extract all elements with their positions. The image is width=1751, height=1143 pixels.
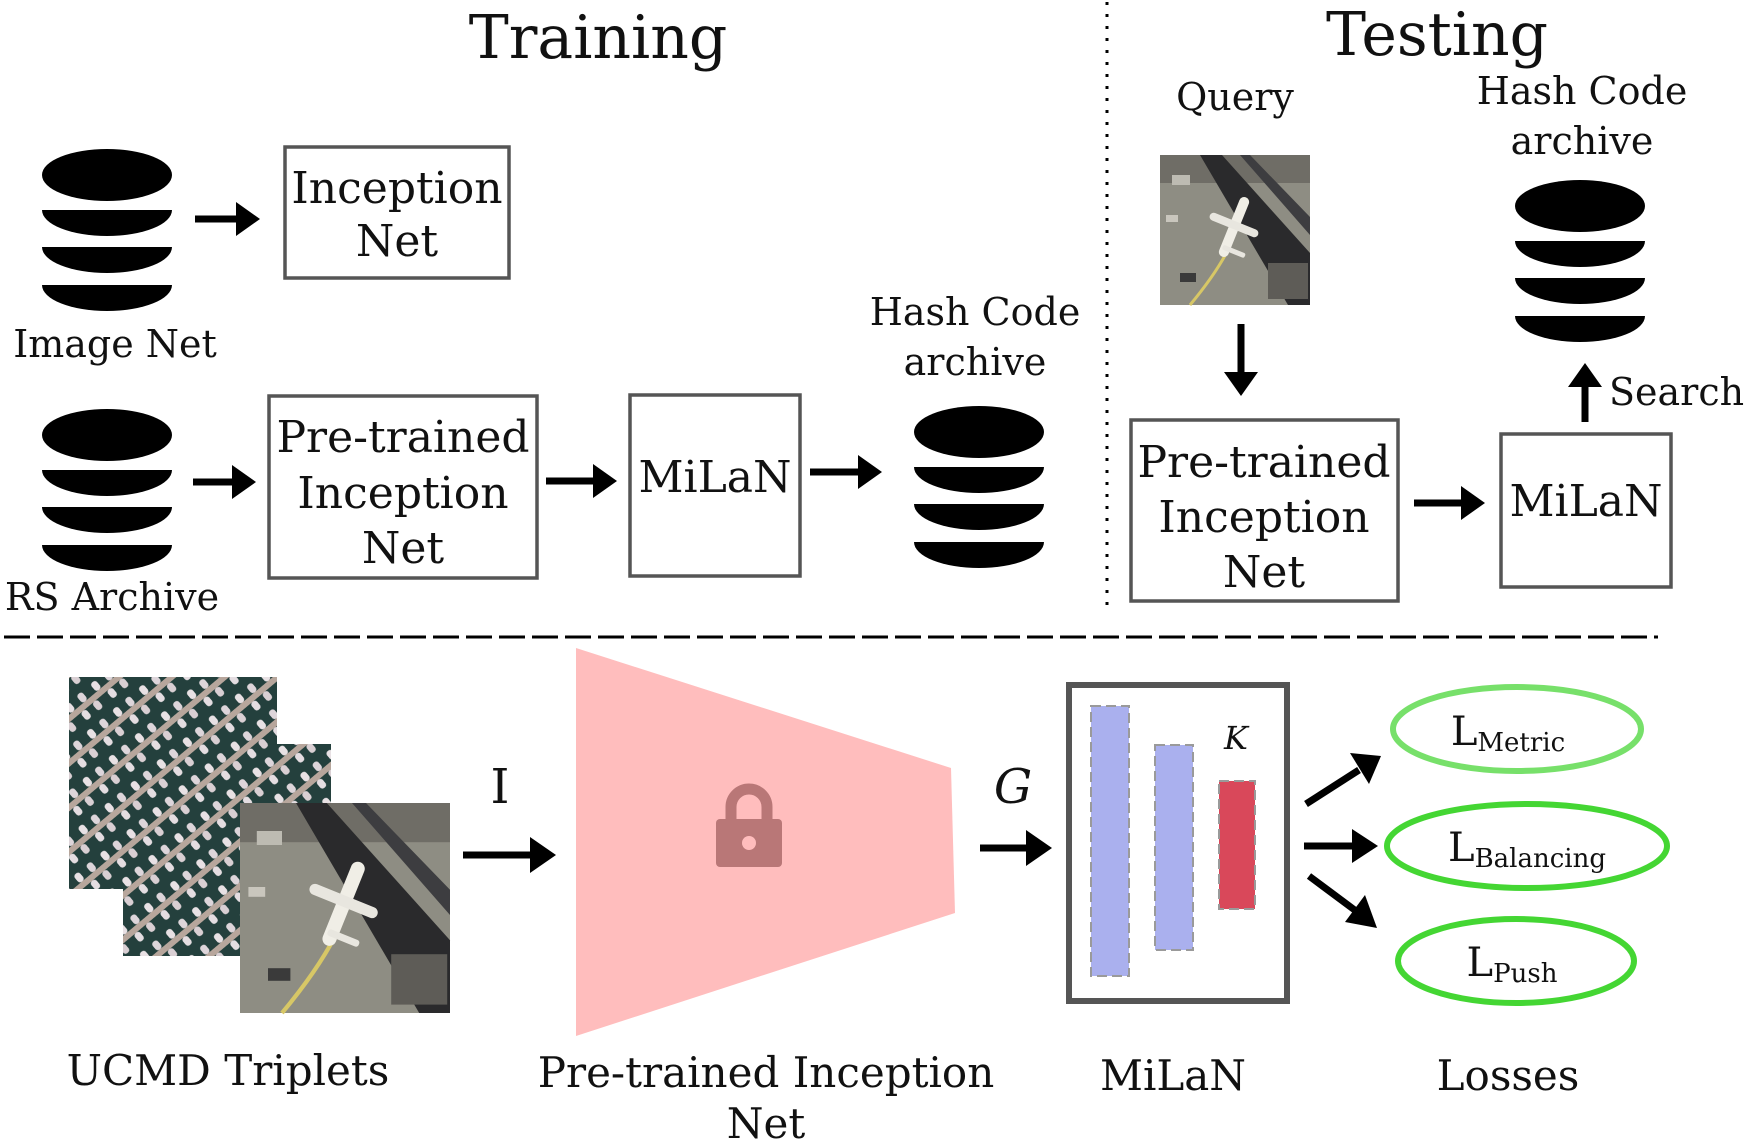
- svg-text:LBalancing: LBalancing: [1448, 825, 1606, 874]
- testing-pretrained-line-2: Inception: [1158, 492, 1369, 543]
- testing-pretrained-line-3: Net: [1223, 547, 1306, 598]
- imagenet-label: Image Net: [13, 322, 217, 366]
- feature-symbol: G: [994, 759, 1032, 815]
- pretrained-inception-label-line-2: Net: [727, 1099, 806, 1143]
- training-hash-archive-line-1: Hash Code: [870, 290, 1081, 334]
- imagenet-database-icon: [42, 149, 172, 311]
- inception-box-line-2: Net: [356, 216, 439, 267]
- loss-metric-symbol: L: [1451, 709, 1478, 755]
- training-milan-label: MiLaN: [638, 452, 791, 503]
- milan-bottom-label: MiLaN: [1100, 1051, 1246, 1100]
- inception-net-box: Inception Net: [283, 145, 511, 280]
- search-label: Search: [1609, 370, 1744, 414]
- loss-push-subscript: Push: [1493, 959, 1558, 989]
- arrow-rs-to-pretrained: [193, 465, 256, 499]
- testing-pretrained-line-1: Pre-trained: [1137, 437, 1390, 488]
- testing-title: Testing: [1326, 0, 1548, 70]
- loss-metric: LMetric: [1390, 684, 1644, 774]
- milan-hash-layer: [1218, 780, 1256, 910]
- loss-balancing-symbol: L: [1448, 825, 1475, 871]
- loss-push: LPush: [1395, 916, 1637, 1006]
- k-symbol: K: [1223, 719, 1250, 757]
- training-hash-archive-line-2: archive: [904, 340, 1047, 384]
- training-pretrained-line-1: Pre-trained: [276, 412, 529, 463]
- loss-push-symbol: L: [1467, 940, 1494, 986]
- arrow-images-to-network: [463, 837, 556, 873]
- training-pretrained-inception-box: Pre-trained Inception Net: [267, 394, 539, 580]
- arrow-imagenet-to-inception: [195, 202, 260, 236]
- arrows-milan-to-losses: [1304, 753, 1381, 928]
- arrow-pretrained-to-milan: [546, 464, 617, 498]
- training-title: Training: [469, 3, 728, 73]
- testing-hash-archive-line-2: archive: [1511, 119, 1654, 163]
- inception-box-line-1: Inception: [291, 163, 502, 214]
- arrow-milan-to-hash: [810, 455, 882, 489]
- input-symbol: I: [491, 759, 510, 815]
- rs-archive-label: RS Archive: [5, 575, 219, 619]
- loss-balancing: LBalancing: [1384, 801, 1670, 891]
- testing-hash-database-icon: [1515, 180, 1645, 342]
- training-pretrained-line-2: Inception: [297, 468, 508, 519]
- losses-label: Losses: [1437, 1051, 1580, 1100]
- training-hash-database-icon: [914, 406, 1044, 568]
- svg-text:LMetric: LMetric: [1451, 709, 1565, 758]
- pretrained-inception-label-line-1: Pre-trained Inception: [538, 1048, 995, 1097]
- lock-icon: [716, 783, 782, 867]
- arrow-search: [1568, 363, 1602, 422]
- ucmd-triplets-label: UCMD Triplets: [67, 1046, 390, 1095]
- training-pretrained-line-3: Net: [362, 523, 445, 574]
- testing-milan-box: MiLaN: [1499, 432, 1673, 589]
- ucmd-triplet-images: [69, 677, 450, 1013]
- milan-hidden-layer-1: [1090, 705, 1130, 977]
- testing-hash-archive-line-1: Hash Code: [1477, 69, 1688, 113]
- query-label: Query: [1176, 75, 1294, 119]
- query-image: [1158, 153, 1312, 307]
- arrow-query-to-pretrained: [1224, 324, 1258, 396]
- milan-architecture: K: [1066, 682, 1290, 1004]
- training-milan-box: MiLaN: [628, 393, 802, 578]
- arrow-testing-pretrained-to-milan: [1414, 486, 1485, 520]
- triplet-image-negative: [240, 803, 450, 1013]
- rs-archive-database-icon: [42, 409, 172, 571]
- arrow-network-to-milan: [980, 830, 1052, 866]
- svg-text:LPush: LPush: [1467, 940, 1558, 989]
- milan-hidden-layer-2: [1154, 744, 1194, 951]
- testing-pretrained-inception-box: Pre-trained Inception Net: [1129, 418, 1400, 603]
- loss-balancing-subscript: Balancing: [1475, 844, 1606, 874]
- loss-metric-subscript: Metric: [1477, 728, 1565, 758]
- testing-milan-label: MiLaN: [1509, 476, 1662, 527]
